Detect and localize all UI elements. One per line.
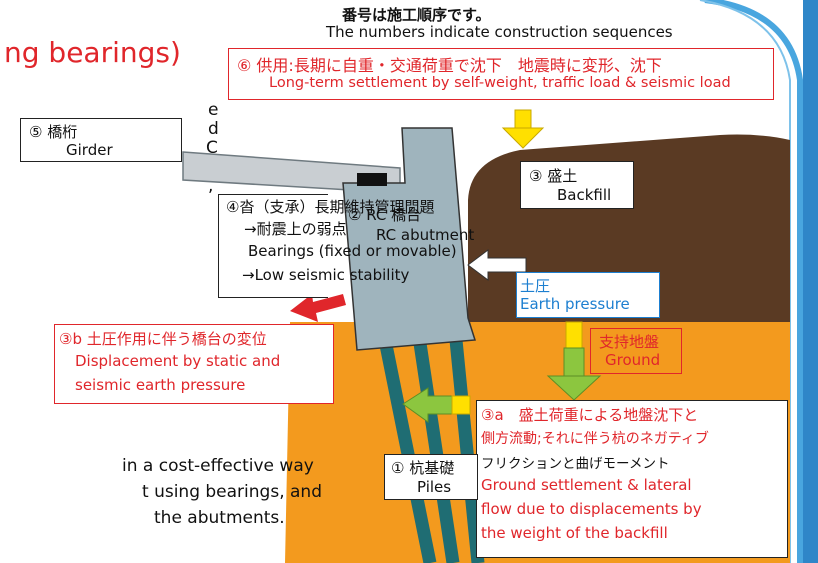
left-fragment-3: C <box>206 138 218 158</box>
support-ground-box: 支持地盤 Ground <box>590 328 682 374</box>
displacement-en2: seismic earth pressure <box>75 376 246 394</box>
bearing-label-box: ④沓（支承）長期維持管理問題 →耐震上の弱点 Bearings (fixed o… <box>218 194 457 298</box>
title-fragment: ng bearings) <box>4 36 181 69</box>
settlement-arrow-yellow <box>565 321 583 349</box>
left-fragment-2: d <box>208 119 219 139</box>
service-label-jp: ⑥ 供用:長期に自重・交通荷重で沈下 地震時に変形、沈下 <box>237 56 662 75</box>
settlement-box: ③a 盛土荷重による地盤沈下と 側方流動;それに伴う杭のネガティブ フリクション… <box>476 400 788 558</box>
settlement-en1: Ground settlement & lateral <box>481 476 692 494</box>
right-frame-border-inner <box>699 0 791 563</box>
settlement-en3: the weight of the backfill <box>481 524 668 542</box>
settlement-en2: flow due to displacements by <box>481 500 702 518</box>
backfill-label-jp: ③ 盛土 <box>529 167 578 185</box>
bearing-label-line3: Bearings (fixed or movable) <box>248 242 457 260</box>
service-label-box: ⑥ 供用:長期に自重・交通荷重で沈下 地震時に変形、沈下 Long-term s… <box>228 48 774 100</box>
earth-pressure-arrow <box>467 249 527 281</box>
displacement-arrow <box>290 294 346 322</box>
pile-3 <box>448 329 485 563</box>
girder-label-box: ⑤ 橋桁 Girder <box>20 118 182 162</box>
displacement-box: ③b 土圧作用に伴う橋台の変位 Displacement by static a… <box>54 324 334 404</box>
service-label-en: Long-term settlement by self-weight, tra… <box>269 75 731 91</box>
earth-pressure-en: Earth pressure <box>520 295 630 313</box>
support-ground-jp: 支持地盤 <box>599 333 660 351</box>
backfill-label-en: Backfill <box>557 186 612 204</box>
bearing-block <box>357 173 387 186</box>
piles-label-jp: ① 杭基礎 <box>391 459 455 477</box>
earth-pressure-box: 土圧 Earth pressure <box>516 272 660 318</box>
settlement-jp3: フリクションと曲げモーメント <box>481 456 670 472</box>
notice-jp: 番号は施工順序です。 <box>342 6 491 24</box>
girder-label-en: Girder <box>66 141 113 159</box>
load-arrow <box>501 109 545 149</box>
bottom-text-3: the abutments. <box>154 508 285 528</box>
notice-en: The numbers indicate construction sequen… <box>326 23 673 41</box>
pile-group <box>376 328 485 563</box>
bottom-text-2: t using bearings, and <box>142 482 322 502</box>
right-frame-strip <box>803 0 818 563</box>
piles-label-en: Piles <box>417 478 452 496</box>
bottom-text-1: in a cost-effective way <box>122 456 314 476</box>
backfill-label-box: ③ 盛土 Backfill <box>520 161 634 209</box>
left-fragment-1: e <box>208 100 219 120</box>
abutment-label-jp: ② RC 橋台 <box>348 206 422 224</box>
pile-1 <box>376 328 437 563</box>
bearing-label-box-frame <box>218 194 328 298</box>
settlement-jp1: ③a 盛土荷重による地盤沈下と <box>481 406 699 424</box>
left-fragment-4: , <box>208 176 214 196</box>
bearing-label-bg-spacer <box>218 194 328 298</box>
abutment-label-en: RC abutment <box>376 226 475 244</box>
bearing-label-line4: →Low seismic stability <box>242 266 410 284</box>
displacement-jp: ③b 土圧作用に伴う橋台の変位 <box>59 330 267 348</box>
support-ground-en: Ground <box>605 351 661 369</box>
lateral-flow-arrow <box>402 387 471 423</box>
girder-label-jp: ⑤ 橋桁 <box>29 123 78 141</box>
right-frame-border <box>704 0 803 563</box>
piles-label-box: ① 杭基礎 Piles <box>384 454 478 500</box>
bearing-label-line2: →耐震上の弱点 <box>244 220 347 238</box>
settlement-jp2: 側方流動;それに伴う杭のネガティブ <box>481 431 709 447</box>
displacement-en1: Displacement by static and <box>75 352 281 370</box>
settlement-arrow-green <box>546 347 602 401</box>
bearing-label-line1: ④沓（支承）長期維持管理問題 <box>226 198 435 216</box>
pile-2 <box>411 329 460 563</box>
earth-pressure-jp: 土圧 <box>520 277 551 295</box>
